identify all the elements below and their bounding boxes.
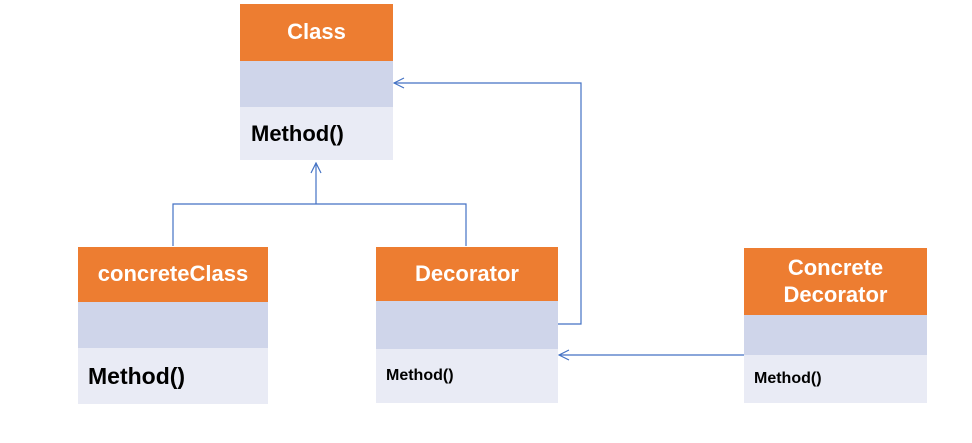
concrete-class-method: Method() bbox=[88, 362, 186, 389]
decorator-name: Decorator bbox=[415, 260, 519, 286]
decorator-method: Method() bbox=[386, 367, 454, 384]
inheritance-connector bbox=[172, 203, 467, 246]
concrete-decorator-attributes-compartment bbox=[744, 315, 927, 355]
uml-class-concrete-decorator[interactable]: Concrete Decorator Method() bbox=[744, 248, 927, 403]
decorator-name-header: Decorator bbox=[376, 247, 558, 301]
concrete-class-name: concreteClass bbox=[97, 261, 249, 287]
decorator-methods-compartment: Method() bbox=[376, 349, 558, 403]
class-name-header: Class bbox=[240, 4, 393, 61]
concrete-class-methods-compartment: Method() bbox=[78, 348, 268, 404]
uml-class-decorator[interactable]: Decorator Method() bbox=[376, 247, 558, 403]
class-method: Method() bbox=[251, 120, 344, 146]
class-name: Class bbox=[287, 19, 346, 45]
uml-class-concrete-class[interactable]: concreteClass Method() bbox=[78, 247, 268, 404]
concrete-decorator-name-header: Concrete Decorator bbox=[744, 248, 927, 315]
concrete-decorator-methods-compartment: Method() bbox=[744, 355, 927, 403]
concrete-decorator-method: Method() bbox=[754, 370, 822, 387]
concrete-class-name-header: concreteClass bbox=[78, 247, 268, 302]
class-attributes-compartment bbox=[240, 61, 393, 107]
concrete-class-attributes-compartment bbox=[78, 302, 268, 348]
class-methods-compartment: Method() bbox=[240, 107, 393, 160]
decorator-attributes-compartment bbox=[376, 301, 558, 349]
concrete-decorator-name-line2: Decorator bbox=[783, 281, 888, 307]
uml-class-class[interactable]: Class Method() bbox=[240, 4, 393, 160]
concrete-decorator-name-line1: Concrete bbox=[787, 255, 884, 281]
